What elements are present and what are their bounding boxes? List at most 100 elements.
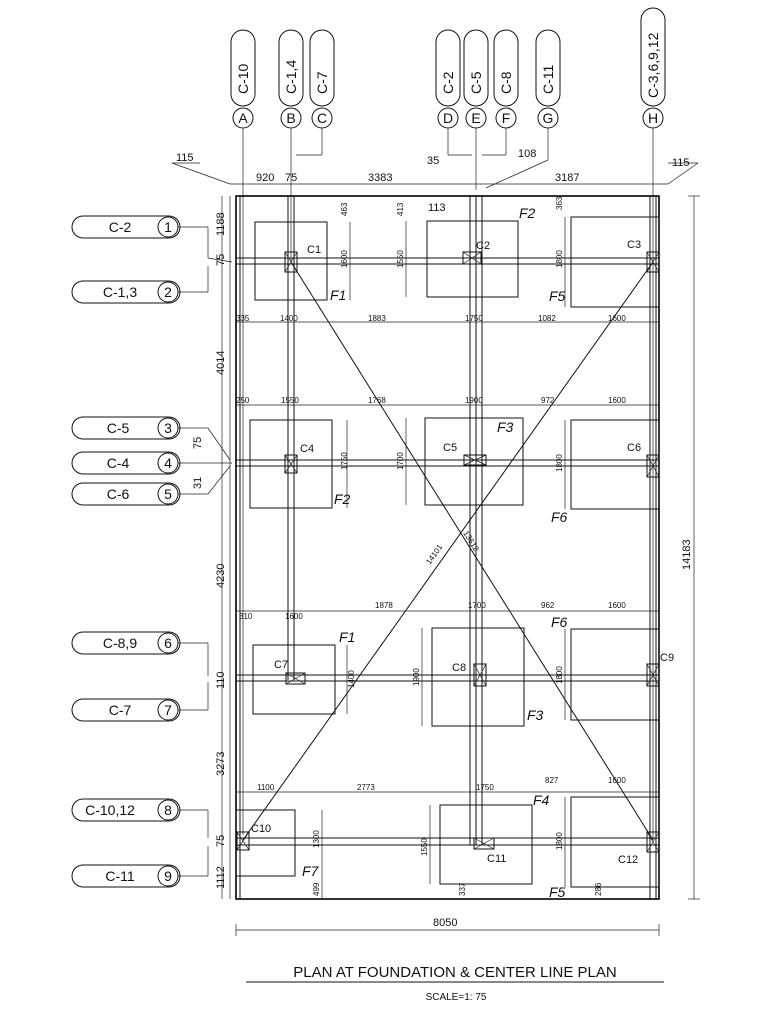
- dim-vert: 1800: [555, 250, 564, 268]
- left-dimensions: 1188 75 4014 75 31 4230 110 3273 75 1112: [192, 196, 227, 899]
- building-outline: [229, 195, 660, 900]
- column-label: C12: [618, 854, 638, 866]
- dim-row: 1600: [285, 612, 303, 621]
- column-c11: C11: [473, 837, 506, 865]
- grid-y-label: 8: [164, 802, 172, 818]
- grid-y-bubbles: C-2 1 C-1,3 2 C-5 3 C-4 4 C-6 5: [71, 215, 181, 888]
- grid-x-tag: C-8: [498, 71, 514, 94]
- dim-row: 310: [239, 612, 253, 621]
- dim-row: 827: [545, 776, 559, 785]
- diagonal-dim: 13612: [461, 529, 481, 553]
- grid-y-label: 4: [164, 455, 172, 471]
- grid-y-label: 6: [164, 635, 172, 651]
- title-block: PLAN AT FOUNDATION & CENTER LINE PLAN SC…: [246, 964, 664, 1003]
- dim-vert: 1800: [555, 832, 564, 850]
- column-label: C1: [307, 244, 321, 256]
- beams: [236, 196, 659, 899]
- leader-lines: [178, 128, 654, 877]
- grid-x-tag: C-7: [314, 71, 330, 94]
- dim-row: 1600: [608, 776, 626, 785]
- vertical-dimensions: 463 1600 413 1550 363 1800 1750 1700 180…: [312, 196, 603, 896]
- grid-x-tag: C-1,4: [283, 60, 299, 94]
- dim-row: 335: [236, 314, 250, 323]
- dim-top: 3383: [368, 172, 392, 184]
- dim-vert: 1600: [340, 250, 349, 268]
- dim-left: 1112: [215, 866, 227, 889]
- dim-top: 35: [427, 155, 439, 167]
- column-c4: C4: [284, 443, 314, 474]
- column-label: C4: [300, 443, 314, 455]
- grid-x-bubble-g: C-11 G: [535, 29, 561, 129]
- dim-row: 1750: [465, 314, 483, 323]
- footing-f4: [439, 804, 533, 885]
- footing-label: F5: [549, 884, 566, 900]
- dim-row: 1700: [468, 601, 486, 610]
- grid-y-label: 7: [164, 702, 172, 718]
- dim-vert: 363: [555, 196, 564, 210]
- row-dimensions: 335 1400 1883 1750 1082 1600 250 1550 17…: [236, 314, 626, 792]
- dim-row: 1883: [368, 314, 386, 323]
- footing-f5: [570, 216, 660, 308]
- column-label: C7: [274, 659, 288, 671]
- dim-vert: 1550: [420, 838, 429, 856]
- column-c9: C9: [646, 652, 674, 687]
- dim-row: 1400: [280, 314, 298, 323]
- column-c1: C1: [284, 244, 321, 273]
- footing-label: F1: [339, 629, 355, 645]
- drawing-scale: SCALE=1: 75: [426, 992, 487, 1003]
- grid-x-label: H: [648, 110, 658, 126]
- footing-dim-lines: [236, 217, 659, 899]
- grid-y-bubble-6: C-8,9 6: [71, 631, 181, 655]
- grid-y-tag: C-5: [107, 420, 130, 436]
- grid-y-bubble-9: C-11 9: [71, 864, 181, 888]
- drawing-title: PLAN AT FOUNDATION & CENTER LINE PLAN: [293, 964, 616, 981]
- footing-f1: [252, 644, 336, 715]
- dim-row: 2773: [357, 783, 375, 792]
- footing-label: F5: [549, 288, 566, 304]
- grid-y-label: 5: [164, 486, 172, 502]
- grid-y-bubble-8: C-10,12 8: [71, 798, 181, 822]
- overall-dimensions: 14183 8050: [235, 195, 700, 936]
- dim-vert: 286: [594, 882, 603, 896]
- column-label: C10: [251, 823, 271, 835]
- grid-x-tag: C-5: [468, 71, 484, 94]
- dim-top: 113: [428, 202, 446, 214]
- grid-x-bubble-a: C-10 A: [230, 29, 256, 129]
- dim-left: 75: [215, 254, 227, 266]
- footing-label: F4: [533, 792, 550, 808]
- dim-row: 1900: [465, 396, 483, 405]
- dim-left: 4230: [215, 564, 227, 588]
- dim-vert: 1400: [347, 670, 356, 688]
- footing-f6: [570, 419, 660, 510]
- diagonal-dim: 14101: [424, 542, 444, 566]
- footing-f5: [570, 796, 660, 888]
- footing-f3: [431, 627, 525, 727]
- footing-label: F1: [330, 287, 346, 303]
- grid-x-tag: C-2: [440, 71, 456, 94]
- dim-vert: 1900: [412, 668, 421, 686]
- dim-row: 250: [236, 396, 250, 405]
- grid-x-label: F: [502, 110, 511, 126]
- column-c7: C7: [274, 659, 306, 685]
- grid-y-bubble-2: C-1,3 2: [71, 280, 181, 304]
- dim-vert: 1300: [312, 830, 321, 848]
- grid-x-label: E: [471, 110, 480, 126]
- dim-top: 115: [176, 152, 194, 164]
- dim-vert: 499: [312, 882, 321, 896]
- dim-vert: 1800: [555, 666, 564, 684]
- grid-y-label: 2: [164, 284, 172, 300]
- footing-f3: [424, 417, 524, 506]
- footings: [235, 216, 660, 888]
- dim-row: 1750: [476, 783, 494, 792]
- column-label: C5: [443, 442, 457, 454]
- grid-x-tag: C-11: [540, 64, 556, 94]
- dim-left: 75: [192, 437, 204, 449]
- top-dimensions: 115 920 75 3383 35 108 113 3187 115: [171, 148, 699, 214]
- grid-x-tag: C-10: [235, 63, 251, 94]
- dim-top: 920: [256, 172, 274, 184]
- overall-height-dim: 14183: [681, 539, 693, 570]
- dim-row: 1550: [281, 396, 299, 405]
- footing-f2: [426, 220, 519, 298]
- grid-x-label: A: [238, 110, 248, 126]
- dim-vert: 1800: [555, 454, 564, 472]
